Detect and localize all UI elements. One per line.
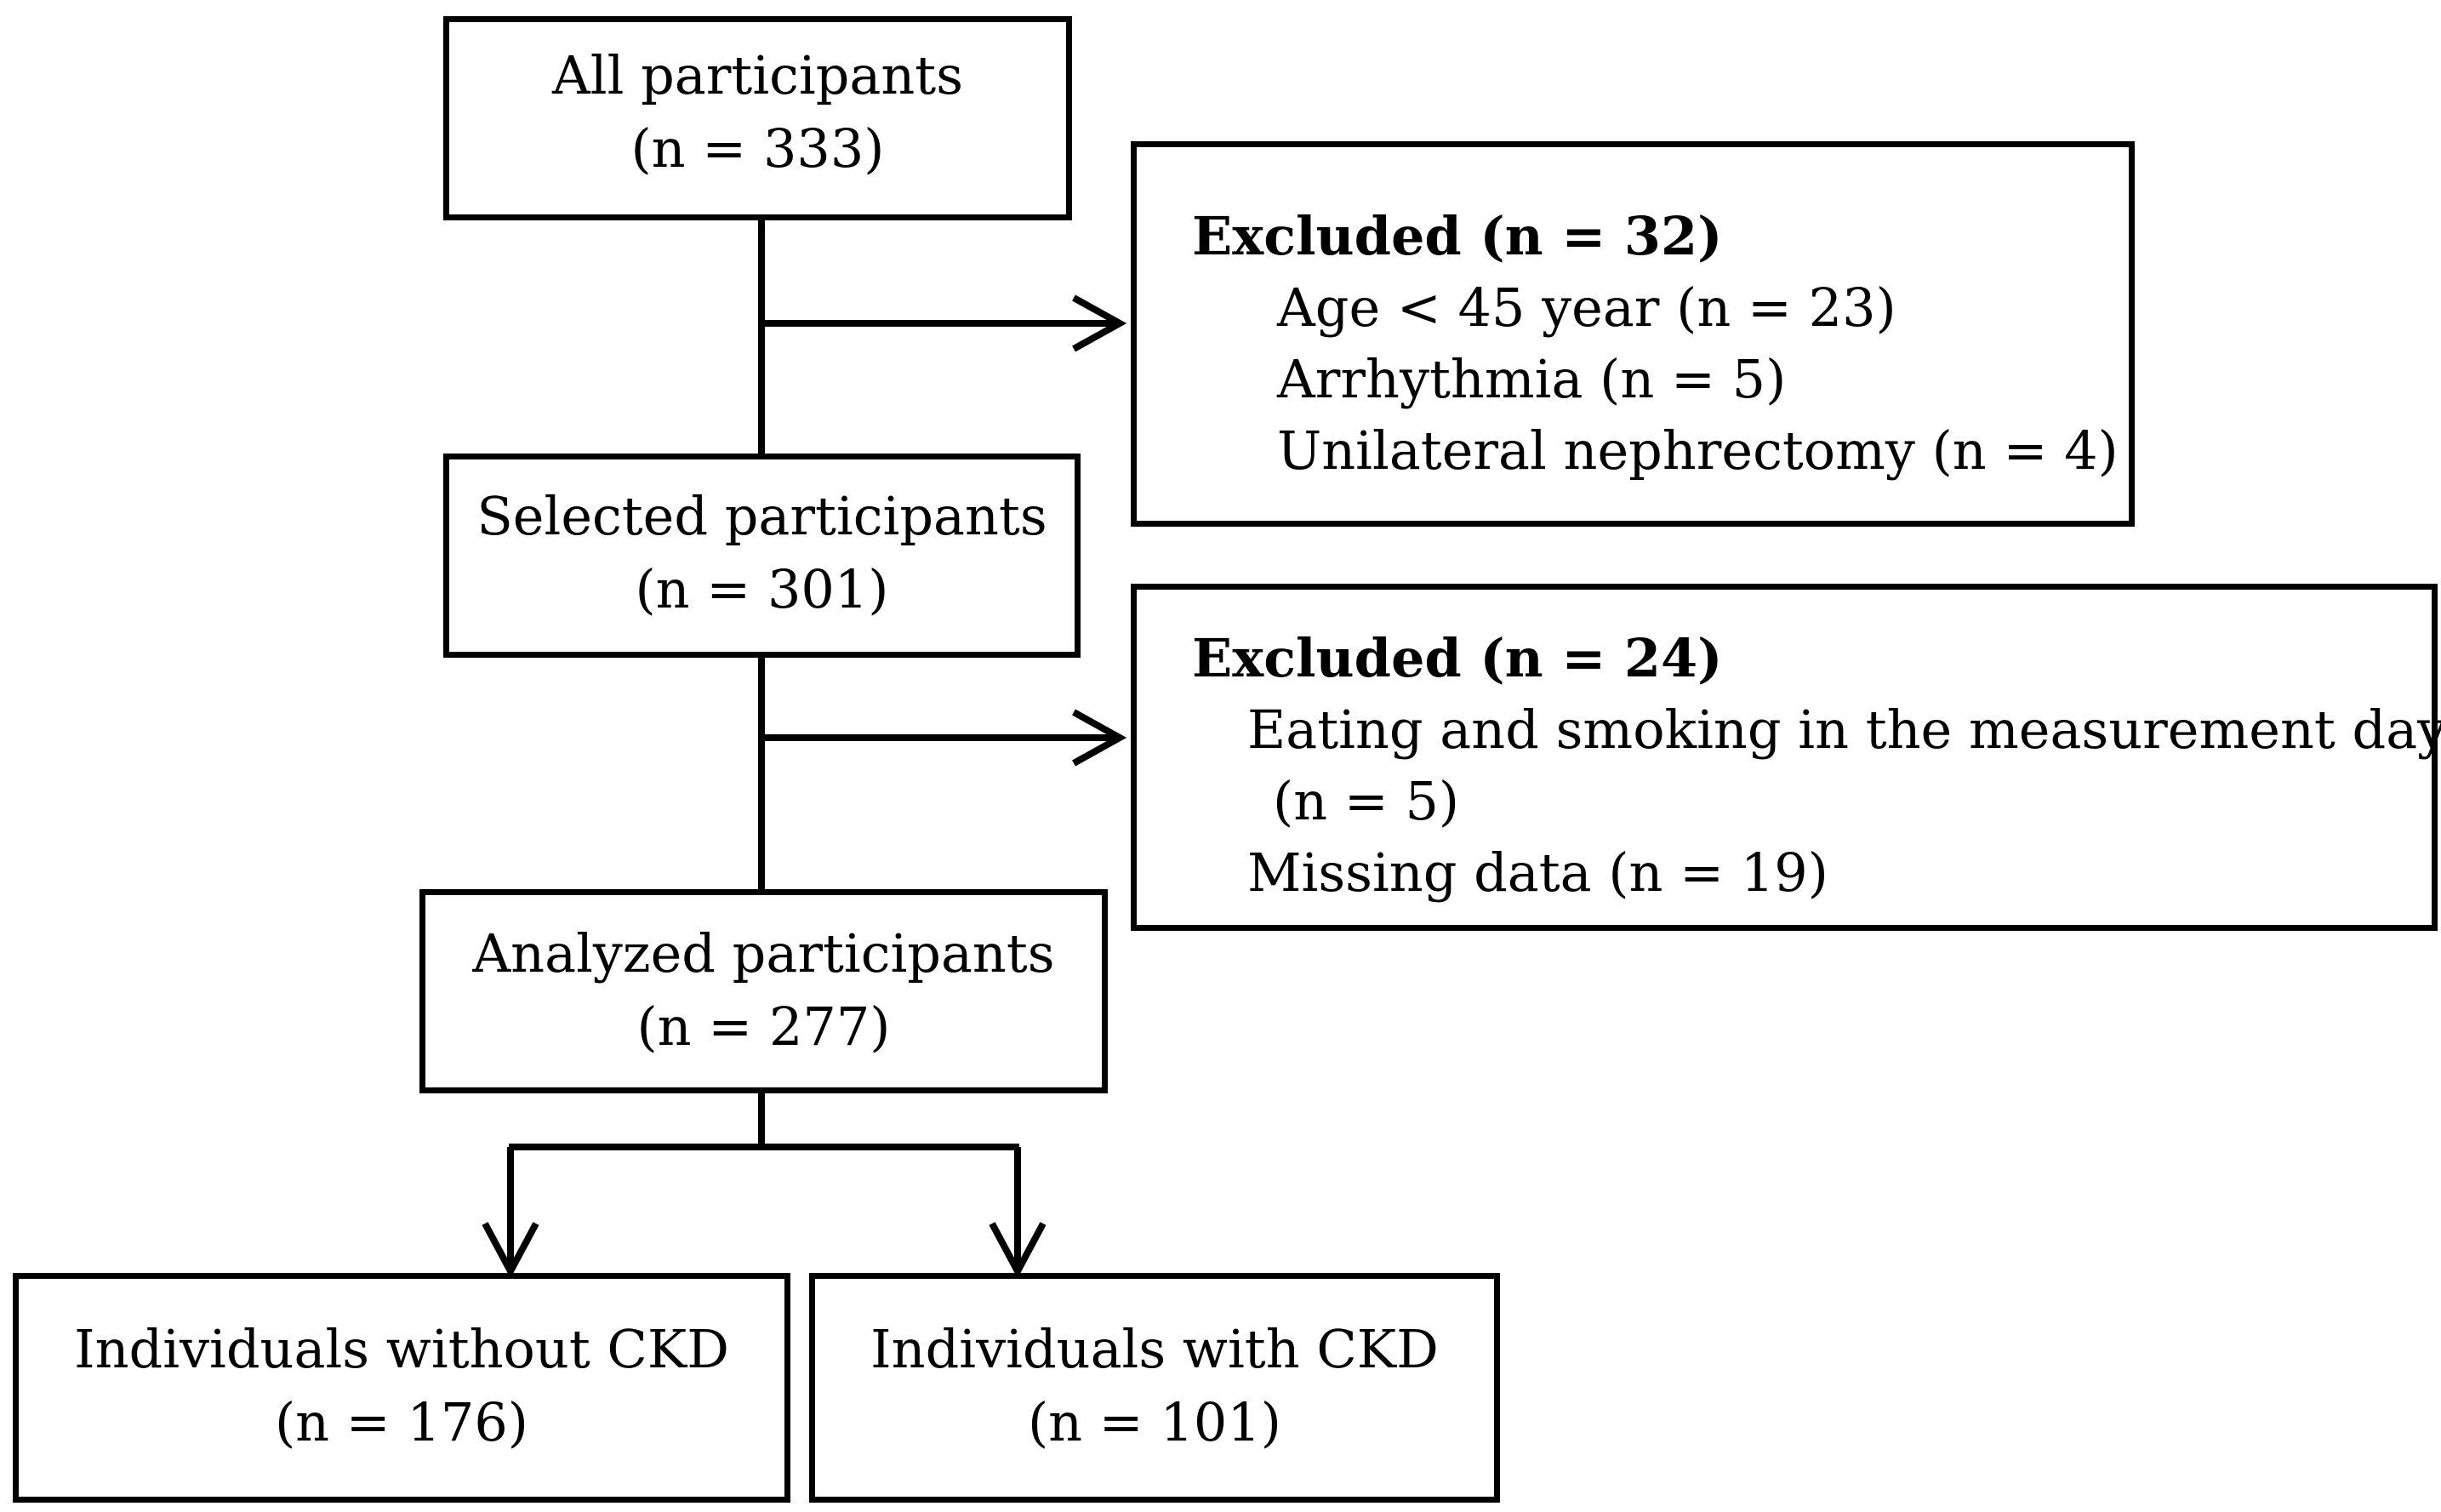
exclusion-2-heading: Excluded (n = 24): [1192, 627, 1723, 689]
without-ckd-count: (n = 176): [274, 1391, 528, 1453]
analyzed-participants-title: Analyzed participants: [472, 922, 1055, 984]
all-participants-count: (n = 333): [630, 117, 885, 180]
selected-participants-title: Selected participants: [476, 485, 1047, 547]
selected-participants-box: Selected participants (n = 301): [443, 454, 1081, 658]
exclusion-arrowhead-2: [1072, 709, 1127, 767]
analyzed-participants-box: Analyzed participants (n = 277): [419, 889, 1108, 1093]
split-right-arrowhead: [989, 1222, 1047, 1279]
exclusion-2-item: Missing data (n = 19): [1247, 842, 1828, 904]
exclusion-1-item: Arrhythmia (n = 5): [1277, 348, 1787, 410]
all-participants-title: All participants: [551, 44, 964, 106]
with-ckd-box: Individuals with CKD (n = 101): [809, 1273, 1500, 1503]
without-ckd-box: Individuals without CKD (n = 176): [13, 1273, 790, 1503]
exclusion-1-item: Unilateral nephrectomy (n = 4): [1277, 419, 2119, 482]
split-left-arrowhead: [482, 1222, 539, 1279]
exclusion-1-item: Age < 45 year (n = 23): [1277, 277, 1896, 339]
all-participants-box: All participants (n = 333): [443, 16, 1072, 220]
without-ckd-title: Individuals without CKD: [74, 1318, 729, 1380]
exclusion-2-item: Eating and smoking in the measurement da…: [1247, 699, 2441, 761]
exclusion-arrowhead-1: [1072, 294, 1127, 352]
exclusion-1-heading: Excluded (n = 32): [1192, 205, 1723, 267]
selected-participants-count: (n = 301): [635, 558, 889, 620]
exclusion-box-2: Excluded (n = 24) Eating and smoking in …: [1131, 584, 2441, 931]
exclusion-2-item-continued: (n = 5): [1273, 770, 1460, 832]
with-ckd-count: (n = 101): [1027, 1391, 1281, 1453]
exclusion-box-1: Excluded (n = 32) Age < 45 year (n = 23)…: [1131, 141, 2135, 527]
analyzed-participants-count: (n = 277): [636, 996, 891, 1058]
with-ckd-title: Individuals with CKD: [870, 1318, 1439, 1380]
